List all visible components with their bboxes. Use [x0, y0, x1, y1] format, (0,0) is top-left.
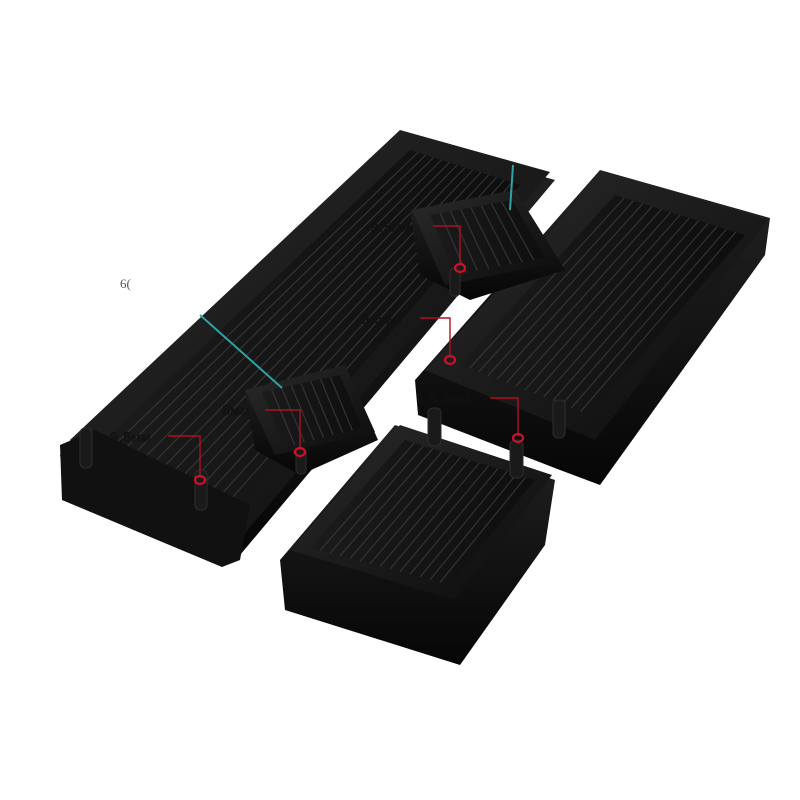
radiator-fin	[113, 152, 419, 446]
radiator-fin	[552, 223, 709, 402]
radiator-fin	[480, 205, 512, 265]
radiator-120-front	[280, 407, 555, 665]
port-size-unit: MM	[450, 395, 470, 407]
radiator-240-right	[415, 170, 770, 485]
radiator-fin	[399, 465, 490, 573]
radiator-fin	[570, 228, 727, 409]
port-size-unit: MM	[382, 315, 402, 327]
radiator-fin	[319, 442, 415, 552]
radiator-fin	[132, 157, 434, 456]
port-size-value: 9.5	[370, 219, 392, 236]
radiator-fin	[515, 211, 672, 387]
radiator-fin	[300, 383, 325, 438]
measure-lines	[199, 164, 514, 389]
port-size-unit: MM	[230, 406, 250, 418]
port-size-unit: MM	[131, 433, 151, 445]
radiator-fin	[543, 220, 700, 398]
radiator-fin	[151, 162, 450, 466]
radiator-fin	[141, 159, 442, 461]
port-size-label: 9.5MM	[370, 220, 411, 235]
radiator-fin	[490, 203, 524, 263]
radiator-fin	[439, 212, 467, 274]
radiator-fin	[468, 197, 625, 369]
port-size-value: 9.5	[110, 429, 132, 446]
port-size-unit: MM	[391, 223, 411, 235]
radiator-80-mid	[245, 365, 378, 475]
radiator-fin	[524, 214, 681, 391]
radiator-fin	[369, 456, 462, 565]
radiator-fin	[379, 459, 471, 567]
radiator-fin	[329, 376, 353, 431]
port-size-label: 9.5MM	[429, 392, 470, 407]
radiator-fin	[561, 226, 718, 405]
radiator-fin	[123, 154, 427, 451]
radiator-fin	[349, 451, 443, 559]
radiator-fin	[319, 379, 344, 433]
radiator-fin	[449, 211, 479, 271]
port-size-value: 8	[222, 402, 231, 419]
radiator-fin	[429, 473, 517, 581]
radiator-80-top	[410, 190, 565, 300]
port-size-label: 8MM	[222, 403, 250, 418]
leader-lines	[168, 225, 519, 478]
radiator-fin	[271, 389, 296, 445]
radiator-fin	[505, 208, 662, 384]
radiator-fin	[478, 200, 635, 373]
radiator-fin	[389, 462, 480, 570]
port-size-label: 9.5MM	[361, 312, 402, 327]
radiator-fin	[533, 217, 690, 394]
radiator-fin	[419, 471, 508, 578]
radiator-fin	[439, 476, 527, 583]
radiator-fin	[339, 448, 434, 557]
radiator-fin	[501, 201, 535, 261]
radiator-fin	[496, 206, 653, 380]
radiator-fin	[359, 453, 452, 562]
radiator-fin	[460, 209, 490, 269]
radiator-fin	[409, 468, 499, 575]
radiator-fin	[487, 203, 644, 377]
radiator-fin	[160, 164, 458, 471]
radiator-fin	[580, 231, 737, 412]
radiator-fin	[470, 207, 501, 267]
radiator-fin	[310, 381, 334, 436]
port-size-value: 9.5	[429, 391, 451, 408]
port-size-label: 9.5MM	[110, 430, 151, 445]
port-rings	[193, 262, 525, 486]
stray-text: 6(	[120, 276, 131, 291]
radiator-fin	[329, 445, 425, 554]
port-size-value: 9.5	[361, 311, 383, 328]
radiator-fin	[290, 385, 315, 441]
